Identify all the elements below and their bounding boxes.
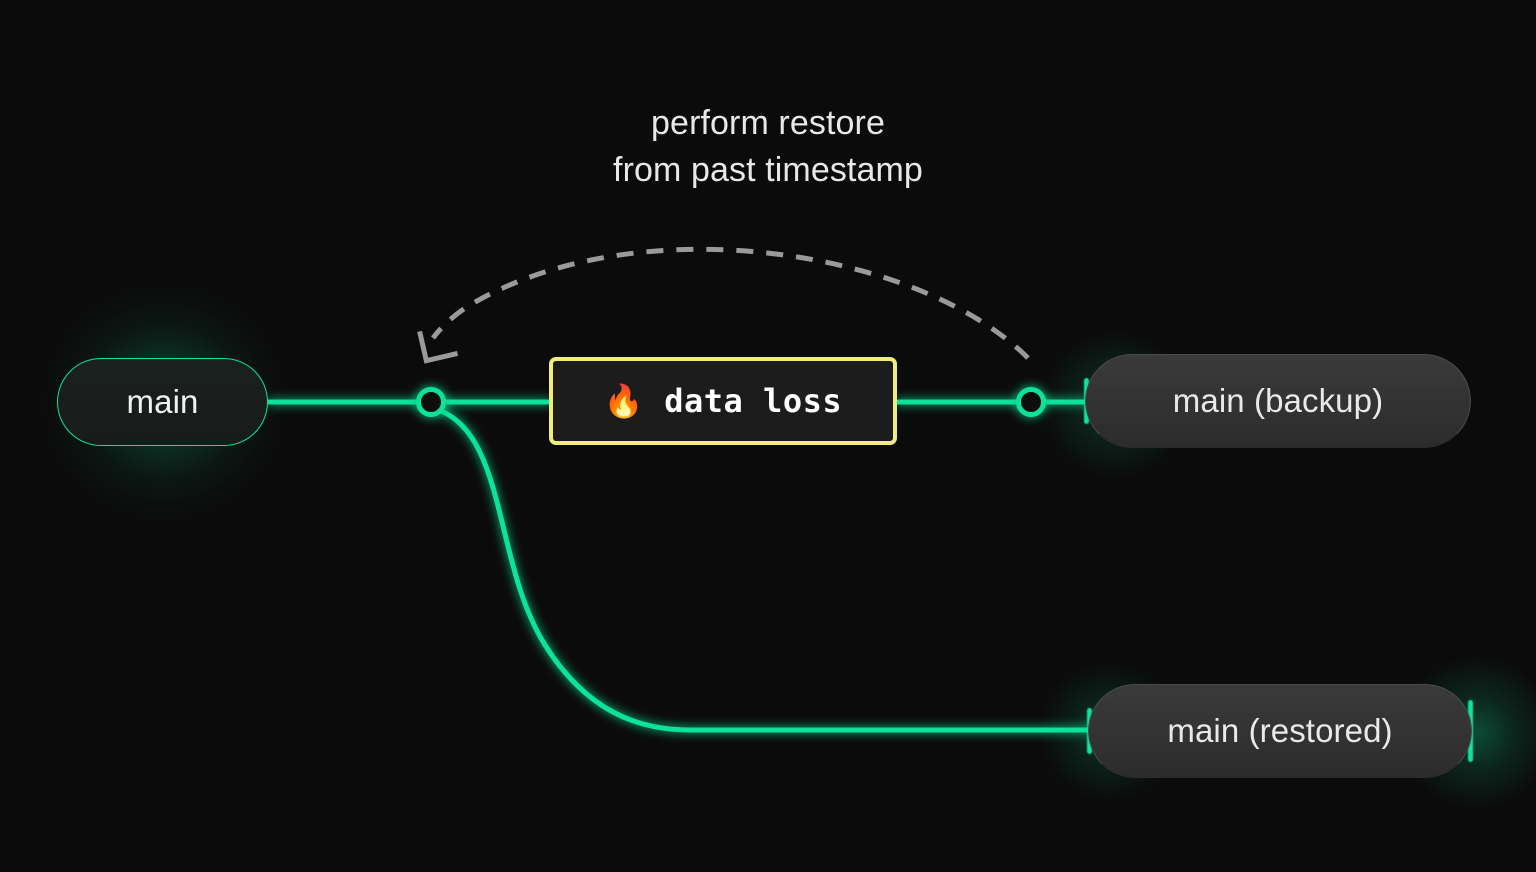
restore-arrow-path	[431, 246, 1030, 360]
edge-branch-to-restored	[430, 405, 1095, 733]
fire-emoji: 🔥	[603, 382, 645, 420]
node-main-backup-label: main (backup)	[1172, 382, 1384, 419]
data-loss-box[interactable]: 🔥 data loss	[549, 357, 897, 445]
branch-commit-node[interactable]	[416, 387, 446, 417]
node-main[interactable]: main	[57, 358, 268, 446]
node-main-restored-label: main (restored)	[1167, 712, 1393, 749]
restore-annotation-line-2: from past timestamp	[613, 151, 923, 189]
restore-annotation-line-1: perform restore	[651, 104, 885, 142]
backup-commit-node[interactable]	[1016, 387, 1046, 417]
restore-annotation: perform restore from past timestamp	[468, 100, 1068, 194]
restore-arrowhead-icon	[417, 330, 459, 364]
node-main-label: main	[126, 383, 199, 420]
node-main-backup[interactable]: main (backup)	[1085, 354, 1471, 448]
node-main-restored[interactable]: main (restored)	[1088, 684, 1472, 778]
data-loss-label: data loss	[664, 382, 843, 420]
